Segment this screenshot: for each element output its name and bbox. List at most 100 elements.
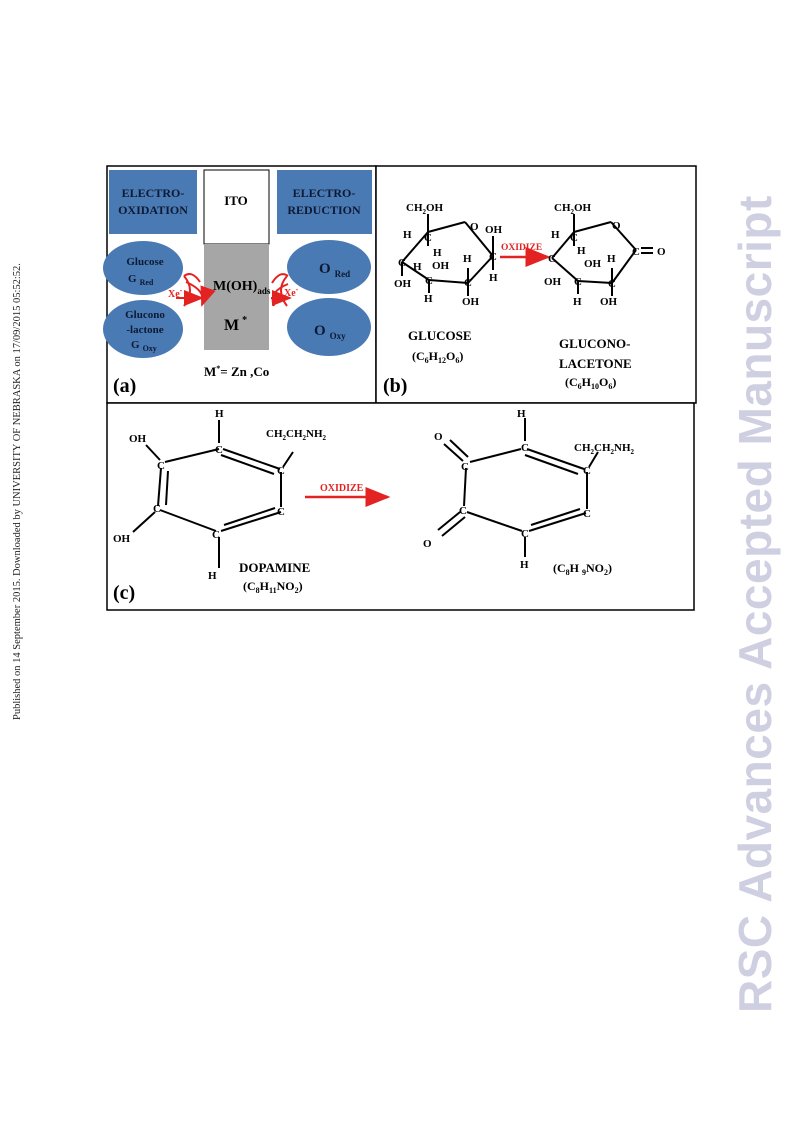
left-xe-label: Xe-: [168, 286, 183, 300]
panel-b-label: (b): [383, 375, 407, 397]
lactone-atom-oh3: OH: [600, 296, 618, 308]
gluconolactone-structure: CH2OH O H C H C C O OH H OH C C H OH: [544, 202, 666, 308]
lactone-atom-h4: H: [573, 296, 582, 308]
panel-c-label: (c): [113, 582, 135, 604]
o-oxy-ellipse: [287, 298, 371, 356]
electrode-block: [204, 244, 269, 350]
lactone-atom-h2: H: [577, 245, 586, 257]
dopamine-atom-h-top: H: [215, 408, 224, 420]
quinone-atom-h-top: H: [517, 408, 526, 420]
panel-c-frame: [106, 402, 695, 611]
lactone-atom-oh1: OH: [584, 258, 602, 270]
dopamine-atom-c3: C: [277, 465, 285, 477]
glucose-atom-oh2: OH: [432, 260, 450, 272]
right-electron-transfer-arrows: [271, 273, 292, 307]
glucose-atom-oh3: OH: [394, 278, 412, 290]
m-star-label: M*: [224, 315, 247, 334]
electro-oxidation-label-2: OXIDATION: [118, 203, 188, 217]
quinone-atom-c6: C: [521, 528, 529, 540]
glucose-atom-h2: H: [433, 247, 442, 259]
lactone-atom-oh2: OH: [544, 276, 562, 288]
dopamine-atom-c2: C: [157, 460, 165, 472]
dopamine-atom-c4: C: [153, 503, 161, 515]
glucose-atom-c2: C: [398, 257, 406, 269]
glucose-atom-c3: C: [489, 251, 497, 263]
lactone-atom-c3: C: [632, 246, 640, 258]
lactone-atom-c4: C: [574, 276, 582, 288]
glucose-atom-h4: H: [463, 253, 472, 265]
glucose-atom-oh1: OH: [485, 224, 503, 236]
quinone-atom-c3: C: [583, 465, 591, 477]
dopamine-atom-h-bottom: H: [208, 570, 217, 582]
dopamine-atom-c5: C: [277, 506, 285, 518]
lactone-atom-c5: C: [608, 278, 616, 290]
glucose-atom-h6: H: [424, 293, 433, 305]
panel-b-oxidize-label: OXIDIZE: [501, 243, 542, 253]
glucose-ellipse: [103, 241, 183, 295]
lactone-atom-c1: C: [570, 232, 578, 244]
panel-b-frame: [375, 165, 697, 404]
panel-b: CH2OH H C H O OH C H OH H C H C C OH H O…: [375, 165, 697, 404]
quinone-atom-side-chain: CH2CH2NH2: [574, 442, 635, 456]
gluconolactone-name-2: LACETONE: [559, 356, 632, 371]
ito-label: ITO: [224, 193, 248, 208]
lactone-atom-ch2oh: CH2OH: [554, 202, 592, 216]
glucose-atom-c1: C: [424, 232, 432, 244]
glucose-structure: CH2OH H C H O OH C H OH H C H C C OH H O…: [394, 202, 503, 308]
glucose-atom-oh4: OH: [462, 296, 480, 308]
quinone-atom-c5: C: [583, 508, 591, 520]
panel-c: H OH CH2CH2NH2 C C C C C OH C H OXIDIZE: [106, 402, 695, 611]
glucose-atom-h5: H: [489, 272, 498, 284]
panel-c-oxidize-label: OXIDIZE: [320, 483, 364, 494]
dopamine-atom-oh-top: OH: [129, 433, 147, 445]
dopamine-atom-c6: C: [212, 529, 220, 541]
panel-a: ELECTRO- OXIDATION ITO ELECTRO- REDUCTIO…: [103, 165, 377, 404]
dopamine-atom-oh-bottom: OH: [113, 533, 131, 545]
lactone-atom-h3: H: [607, 253, 616, 265]
glucose-atom-c5: C: [464, 277, 472, 289]
moh-ads-label: M(OH)ads: [213, 279, 271, 296]
lactone-atom-o-ring: O: [612, 220, 621, 232]
dopamine-name: DOPAMINE: [239, 560, 310, 575]
gluconolactone-name-1: GLUCONO-: [559, 336, 631, 351]
right-xe-label: Xe-: [284, 285, 299, 299]
glucose-atom-h1: H: [403, 229, 412, 241]
gluconolactone-label-1: Glucono: [125, 309, 165, 321]
lactone-atom-o-keto: O: [657, 246, 666, 258]
left-electron-transfer-arrows: [176, 273, 216, 307]
glucose-label: Glucose: [126, 256, 163, 268]
dopamine-atom-side-chain: CH2CH2NH2: [266, 428, 327, 442]
panel-a-label: (a): [113, 375, 136, 397]
quinone-atom-h-bottom: H: [520, 559, 529, 571]
electro-reduction-label-1: ELECTRO-: [293, 186, 356, 200]
electro-reduction-box: [277, 170, 372, 234]
lactone-atom-c2: C: [548, 253, 556, 265]
o-red-ellipse: [287, 240, 371, 294]
quinone-atom-c4: C: [459, 505, 467, 517]
electro-oxidation-label-1: ELECTRO-: [122, 186, 185, 200]
glucose-atom-h3: H: [413, 261, 422, 273]
ito-box: [203, 169, 270, 245]
quinone-atom-o-bottom: O: [423, 538, 432, 550]
glucose-atom-c4: C: [425, 275, 433, 287]
electro-oxidation-box: [109, 170, 197, 234]
glucose-atom-o: O: [470, 221, 479, 233]
dopaquinone-structure: H O CH2CH2NH2 C C C C C O C H: [423, 408, 635, 571]
quinone-atom-o-top: O: [434, 431, 443, 443]
quinone-atom-c2: C: [461, 461, 469, 473]
quinone-atom-c1: C: [521, 442, 529, 454]
glucose-atom-ch2oh: CH2OH: [406, 202, 444, 216]
glucose-name: GLUCOSE: [408, 328, 472, 343]
electro-reduction-label-2: REDUCTION: [287, 203, 361, 217]
dopamine-structure: H OH CH2CH2NH2 C C C C C OH C H: [113, 408, 327, 582]
gluconolactone-ellipse: [103, 300, 183, 358]
metal-caption: M*= Zn ,Co: [204, 364, 269, 379]
lactone-atom-h1: H: [551, 229, 560, 241]
gluconolactone-label-2: -lactone: [126, 324, 163, 336]
dopamine-atom-c1: C: [215, 444, 223, 456]
